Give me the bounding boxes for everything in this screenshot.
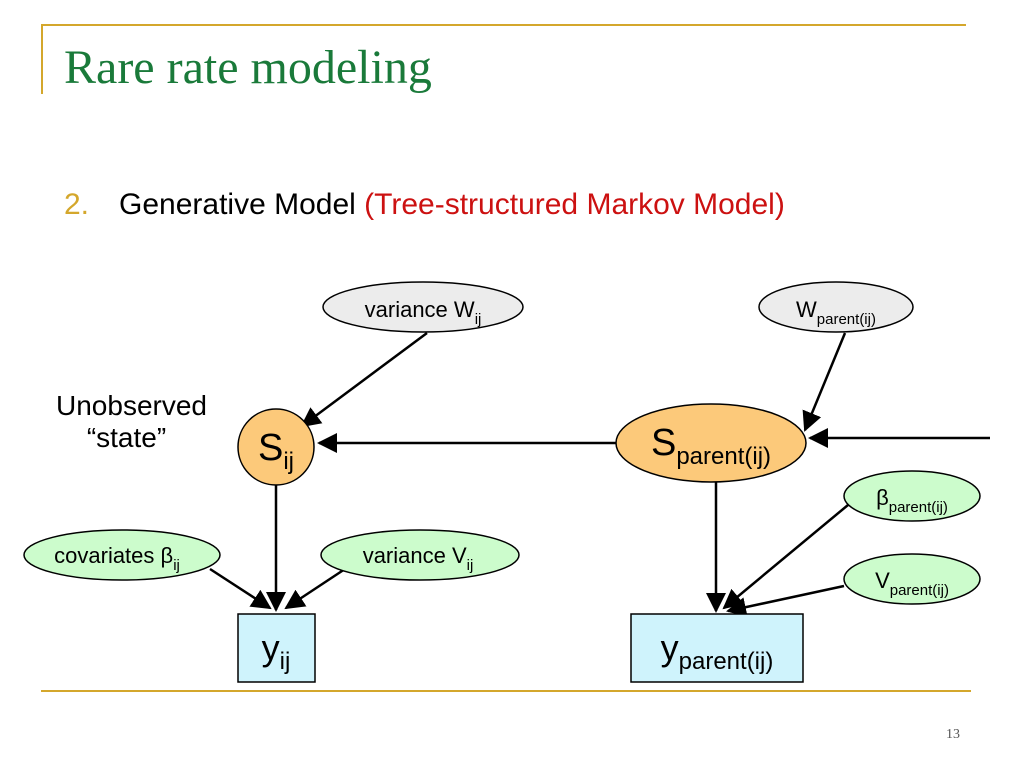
node-s-ij [237, 408, 315, 486]
bullet-text: Generative Model [119, 188, 356, 221]
edge-w-parent-to-s-parent [802, 332, 847, 432]
node-w-parent-label: Wparent(ij) [796, 297, 876, 328]
node-variance-v [320, 529, 520, 581]
bottom-rule [41, 690, 971, 692]
node-s-parent [615, 403, 807, 483]
node-y-ij-label: yij [262, 627, 291, 675]
node-y-parent [630, 613, 804, 683]
node-covariates-beta-label: covariates βij [54, 543, 180, 574]
bullet-parenthetical: (Tree-structured Markov Model) [364, 188, 785, 221]
node-s-parent-label: Sparent(ij) [651, 422, 771, 470]
edge-variance-v-to-y [284, 567, 346, 610]
node-y-parent-label: yparent(ij) [661, 627, 774, 675]
edge-beta-parent-to-y-parent [722, 504, 849, 610]
node-beta-parent [843, 470, 981, 522]
edge-variance-w-to-s [300, 331, 428, 428]
bullet-number: 2. [64, 188, 90, 221]
node-y-ij [237, 613, 316, 683]
node-variance-w-label: variance Wij [365, 297, 482, 328]
bullet-item: 2. Generative Model (Tree-structured Mark… [64, 188, 785, 222]
unobserved-label-line1: Unobserved [56, 390, 207, 421]
edge-v-parent-to-y-parent [726, 584, 845, 617]
node-variance-w [322, 281, 524, 333]
node-covariates-beta [23, 529, 221, 581]
node-variance-v-label: variance Vij [363, 543, 474, 574]
left-rule [41, 24, 43, 94]
node-beta-parent-label: βparent(ij) [876, 485, 948, 516]
page-number: 13 [946, 727, 960, 742]
slide-title: Rare rate modeling [64, 41, 432, 94]
node-s-ij-label: Sij [258, 427, 294, 475]
node-v-parent [843, 553, 981, 605]
unobserved-state-label: Unobserved “state” [56, 390, 207, 454]
edge-covariates-to-y [209, 567, 272, 610]
node-w-parent [758, 281, 914, 333]
unobserved-label-line2: “state” [86, 422, 167, 454]
top-rule [41, 24, 966, 26]
node-v-parent-label: Vparent(ij) [875, 568, 949, 599]
